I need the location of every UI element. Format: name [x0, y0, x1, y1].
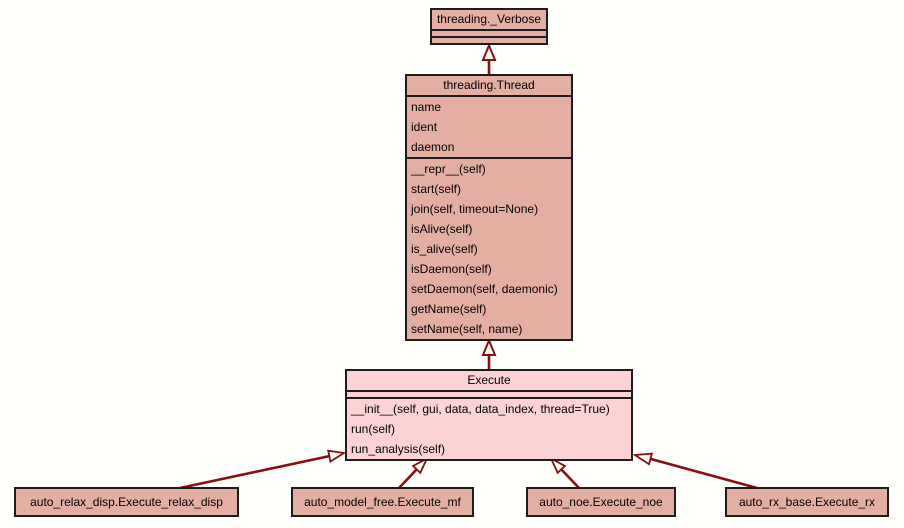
inheritance-arrow-noe-to-execute	[549, 456, 580, 489]
method-row: is_alive(self)	[411, 242, 478, 256]
method-row: __repr__(self)	[411, 162, 486, 176]
class-node-auto-rx-base[interactable]: auto_rx_base.Execute_rx	[725, 487, 889, 517]
method-row: isAlive(self)	[411, 222, 473, 236]
inheritance-arrow-execute-to-thread	[481, 337, 497, 369]
attribute-row: ident	[411, 120, 438, 134]
method-row: getName(self)	[411, 302, 487, 316]
class-node-threading-verbose[interactable]: threading._Verbose	[430, 8, 548, 45]
inheritance-arrow-thread-to-verbose	[481, 42, 497, 74]
inheritance-arrow-relax-disp-to-execute	[179, 449, 347, 490]
methods-section: __init__(self, gui, data, data_index, th…	[347, 399, 631, 459]
class-node-auto-relax-disp[interactable]: auto_relax_disp.Execute_relax_disp	[14, 487, 239, 517]
class-title: Execute	[347, 371, 631, 392]
class-title: threading.Thread	[407, 76, 571, 97]
method-row: join(self, timeout=None)	[411, 202, 539, 216]
method-row: isDaemon(self)	[411, 262, 492, 276]
class-node-auto-noe[interactable]: auto_noe.Execute_noe	[526, 487, 676, 517]
method-row: start(self)	[411, 182, 462, 196]
method-row: setDaemon(self, daemonic)	[411, 282, 558, 296]
attribute-row: name	[411, 100, 442, 114]
method-row: run(self)	[351, 422, 396, 436]
class-node-execute[interactable]: Execute __init__(self, gui, data, data_i…	[345, 369, 633, 461]
method-row: __init__(self, gui, data, data_index, th…	[351, 402, 610, 416]
inheritance-arrow-model-free-to-execute	[398, 456, 429, 489]
attributes-section-empty	[432, 31, 546, 38]
attributes-section-empty	[347, 392, 631, 399]
attribute-row: daemon	[411, 140, 455, 154]
class-node-threading-thread[interactable]: threading.Thread name ident daemon __rep…	[405, 74, 573, 341]
inheritance-arrow-rx-to-execute	[632, 452, 758, 490]
methods-section: __repr__(self) start(self) join(self, ti…	[407, 159, 571, 339]
method-row: setName(self, name)	[411, 322, 523, 336]
methods-section-empty	[432, 38, 546, 43]
class-title: threading._Verbose	[432, 10, 546, 31]
method-row: run_analysis(self)	[351, 442, 446, 456]
attributes-section: name ident daemon	[407, 97, 571, 159]
class-node-auto-model-free[interactable]: auto_model_free.Execute_mf	[291, 487, 474, 517]
